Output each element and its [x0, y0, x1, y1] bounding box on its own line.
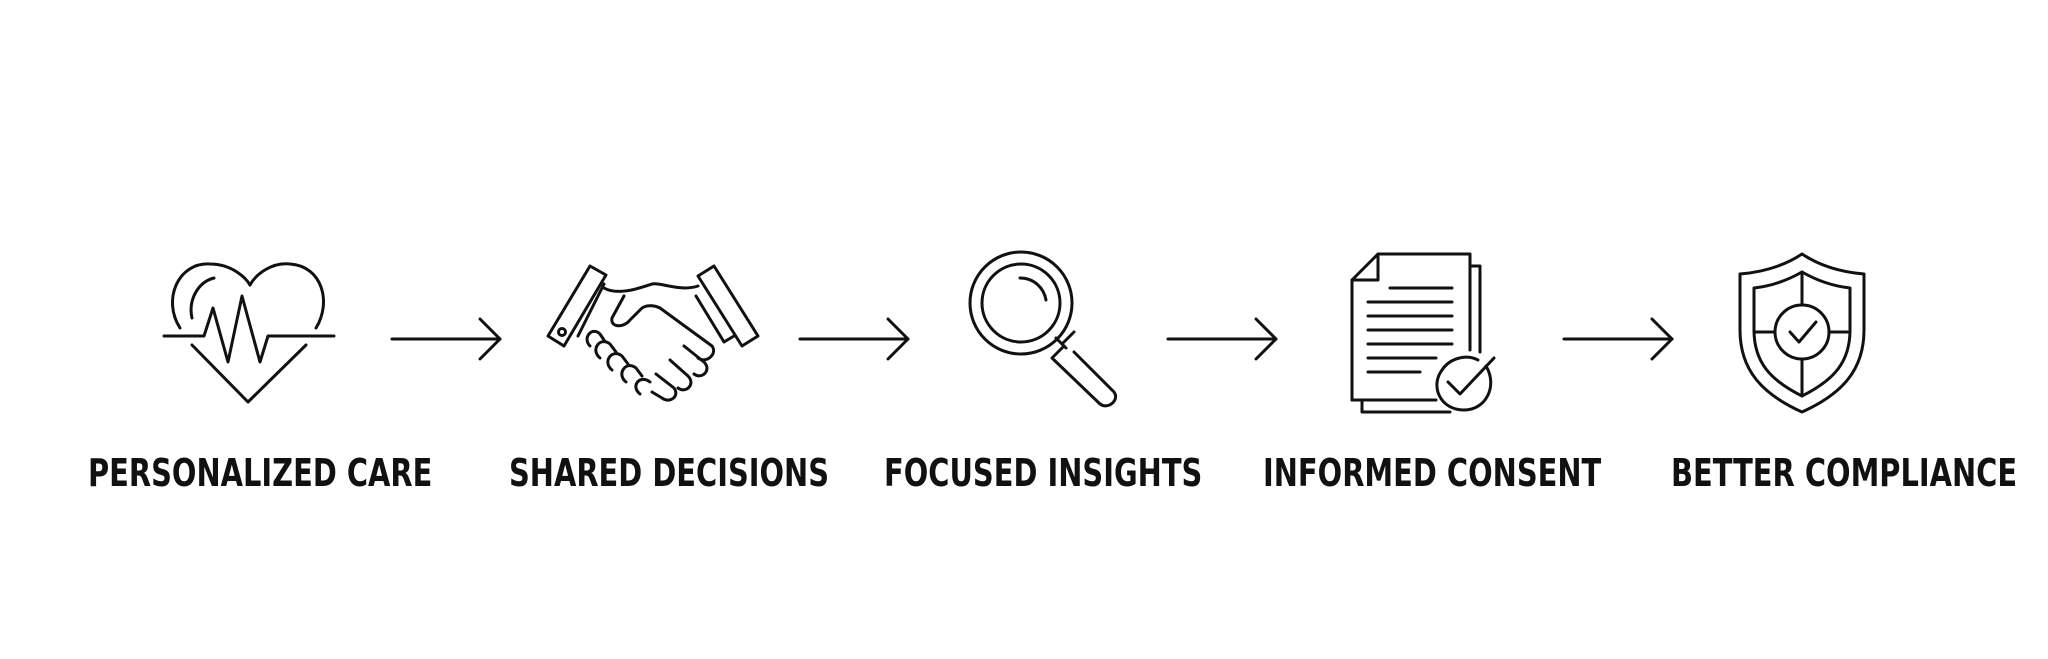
right-arrow-icon: [390, 317, 502, 361]
step-label-informed-consent: INFORMED CONSENT: [1263, 451, 1602, 495]
step-label-shared-decisions: SHARED DECISIONS: [509, 451, 830, 495]
magnifying-glass-icon: [966, 250, 1122, 408]
right-arrow-icon: [798, 317, 910, 361]
heart-pulse-icon: [160, 258, 340, 408]
handshake-icon: [540, 262, 762, 406]
step-label-personalized-care: PERSONALIZED CARE: [88, 451, 433, 495]
shield-check-icon: [1736, 250, 1870, 416]
right-arrow-icon: [1562, 317, 1674, 361]
step-label-focused-insights: FOCUSED INSIGHTS: [884, 451, 1203, 495]
document-check-icon: [1348, 250, 1500, 418]
right-arrow-icon: [1166, 317, 1278, 361]
step-label-better-compliance: BETTER COMPLIANCE: [1671, 451, 2018, 495]
